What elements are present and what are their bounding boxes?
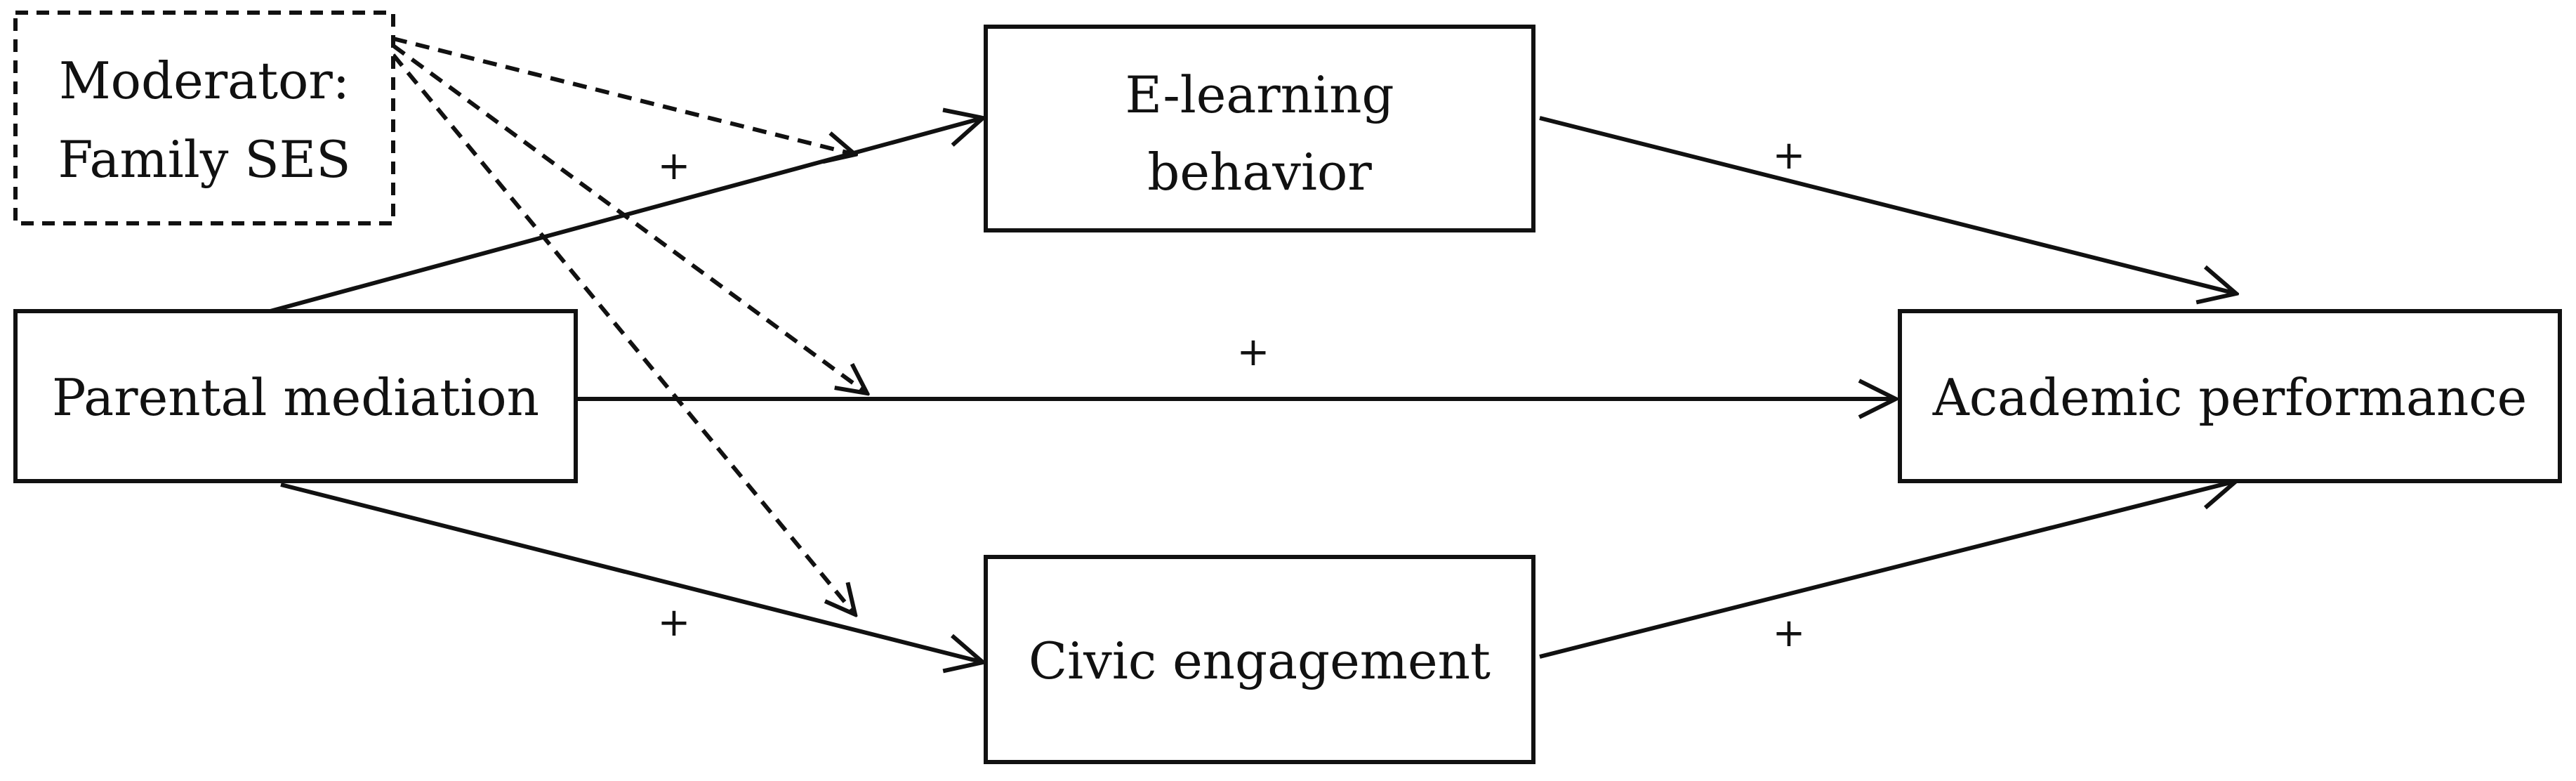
elearning-label-line2: behavior [1147,143,1372,202]
parental-label: Parental mediation [52,368,539,427]
moderation-paths [391,37,867,615]
node-academic: Academic performance [1898,309,2562,483]
academic-box [1898,309,2562,483]
academic-label: Academic performance [1932,368,2528,427]
sign-labels: + + + + + [658,133,1806,656]
sign-civic-to-academic: + [1773,610,1806,656]
node-parental: Parental mediation [13,309,578,483]
moderator-box [13,11,395,225]
sign-parental-to-civic: + [658,600,691,645]
parental-box [13,309,578,483]
sign-parental-to-academic: + [1237,329,1270,375]
node-civic: Civic engagement [984,555,1535,764]
node-moderator: Moderator: Family SES [13,11,395,225]
elearning-label-line1: E-learning [1125,65,1394,124]
sign-parental-to-elearning: + [658,143,691,189]
edge-civic-to-academic [1539,481,2236,659]
edge-parental-to-civic [280,483,983,662]
edge-elearning-to-academic [1539,116,2236,294]
moderation-edge-direct [392,44,867,393]
moderator-label-line1: Moderator: [59,51,350,110]
civic-label: Civic engagement [1029,631,1491,690]
sign-elearning-to-academic: + [1773,133,1806,178]
elearning-box [984,25,1535,232]
moderator-label-line2: Family SES [58,130,350,189]
moderation-edge-elearning [392,37,855,155]
moderation-edge-civic [391,53,855,615]
civic-box [984,555,1535,764]
node-elearning: E-learning behavior [984,25,1535,232]
